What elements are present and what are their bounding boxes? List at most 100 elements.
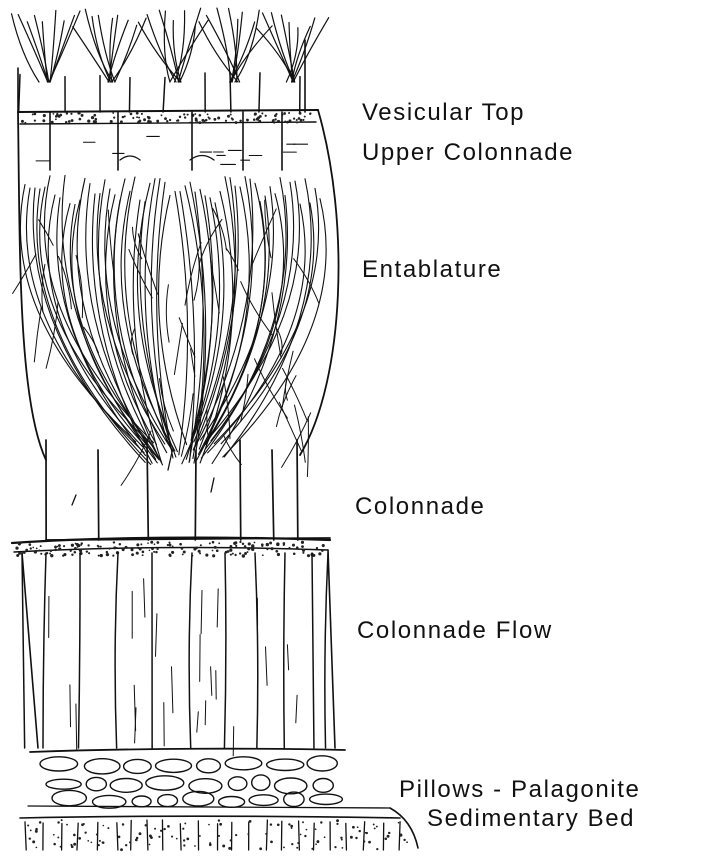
sediment-grain-dot: [218, 835, 220, 837]
flow-vesicle-dot: [98, 555, 100, 557]
sedimentary-tick: [346, 823, 347, 850]
flow-vesicle-dot: [266, 543, 269, 546]
pillow-lobe: [228, 777, 247, 791]
vesicle-dot: [231, 117, 233, 119]
flow-fracture: [233, 727, 234, 756]
flow-vesicle-dot: [131, 553, 134, 556]
vesicle-dot: [183, 113, 185, 115]
label-vesicular-top: Vesicular Top: [362, 99, 525, 126]
pillow-lobe: [158, 795, 178, 807]
vesicle-dot: [71, 119, 74, 122]
vesicle-dot: [24, 122, 26, 124]
flow-vesicle-dot: [293, 552, 296, 555]
vesicle-dot: [138, 117, 140, 119]
vesicular-stroke: [12, 14, 39, 82]
sediment-grain-dot: [107, 827, 109, 829]
vesicle-dot: [94, 120, 97, 123]
sediment-grain-dot: [270, 840, 273, 843]
sediment-grain-dot: [218, 819, 220, 821]
sediment-grain-dot: [182, 828, 184, 830]
entablature-fracture: [151, 179, 171, 449]
pillow-lobe: [267, 759, 304, 770]
vesicle-dot: [235, 121, 238, 124]
sediment-grain-dot: [158, 836, 160, 838]
colonnade-column-edge: [195, 450, 196, 540]
flow-vesicle-dot: [100, 546, 102, 548]
flow-vesicle-dot: [261, 545, 263, 547]
flow-top-boundary: [12, 538, 330, 543]
vesicle-dot: [161, 114, 163, 116]
flow-vesicle-dot: [182, 554, 184, 556]
vesicle-dot: [66, 112, 68, 114]
sediment-grain-dot: [388, 832, 390, 834]
sediment-grain-dot: [120, 848, 123, 851]
flow-vesicle-dot: [171, 551, 174, 554]
flow-vesicle-dot: [227, 550, 230, 553]
flow-vesicle-dot: [57, 546, 59, 548]
flow-vesicle-dot: [80, 544, 82, 546]
entablature-right-outline: [300, 110, 339, 455]
sediment-grain-dot: [53, 834, 55, 836]
flow-vesicle-dot: [30, 547, 32, 549]
flow-vesicle-dot: [235, 545, 237, 547]
sediment-grain-dot: [336, 823, 338, 825]
sediment-grain-dot: [235, 834, 237, 836]
sediment-grain-dot: [90, 841, 92, 843]
vesicular-stroke: [73, 27, 109, 82]
sediment-grain-dot: [70, 844, 72, 846]
pillow-lobe: [275, 778, 307, 794]
flow-vesicle-dot: [296, 546, 299, 549]
vesicular-stroke: [164, 11, 170, 82]
flow-fracture: [197, 712, 199, 732]
vesicle-dot: [56, 114, 58, 116]
flow-column-line: [325, 553, 328, 748]
flow-vesicle-dot: [262, 554, 264, 556]
flow-fracture: [205, 701, 206, 725]
vesicle-dot: [143, 118, 146, 121]
flow-vesicle-dot: [292, 544, 295, 547]
flow-vesicle-dot: [172, 546, 174, 548]
entablature-hackly-line: [46, 302, 58, 368]
sediment-grain-dot: [87, 840, 89, 842]
sediment-grain-dot: [290, 825, 293, 828]
flow-vesicle-dot: [307, 554, 310, 557]
sediment-grain-dot: [373, 824, 375, 826]
flow-vesicle-dot: [181, 547, 184, 550]
flow-vesicle-dot: [321, 549, 324, 552]
vesicular-stroke: [292, 18, 315, 82]
vesicle-dot: [65, 121, 68, 124]
flow-vesicle-dot: [36, 548, 38, 550]
flow-vesicle-dot: [247, 547, 250, 550]
vesicular-stroke: [92, 16, 111, 82]
sediment-grain-dot: [277, 823, 280, 826]
flow-vesicle-dot: [18, 552, 21, 555]
flow-vesicle-dot: [63, 553, 66, 556]
sediment-grain-dot: [270, 823, 272, 825]
sedimentary-tick: [147, 820, 148, 850]
flow-vesicle-dot: [316, 547, 318, 549]
vesicular-stroke: [293, 18, 328, 82]
pillow-lobe: [252, 775, 270, 790]
sediment-grain-dot: [324, 836, 326, 838]
flow-vesicle-dot: [140, 543, 142, 545]
vesicular-column-line: [19, 74, 20, 112]
flow-vesicle-dot: [234, 541, 237, 544]
sediment-grain-dot: [139, 832, 142, 835]
sediment-grain-dot: [96, 833, 98, 835]
sediment-grain-dot: [154, 828, 156, 830]
vesicle-dot: [246, 119, 249, 122]
sediment-grain-dot: [30, 829, 32, 831]
sediment-grain-dot: [365, 832, 367, 834]
vesicle-dot: [296, 122, 298, 124]
flow-vesicle-dot: [242, 554, 245, 557]
sediment-grain-dot: [334, 846, 336, 848]
flow-vesicle-dot: [270, 547, 273, 550]
flow-vesicle-dot: [205, 554, 208, 557]
flow-fracture: [266, 647, 268, 686]
flow-vesicle-dot: [254, 542, 256, 544]
flow-vesicle-dot: [77, 546, 79, 548]
sediment-grain-dot: [230, 839, 232, 841]
vesicle-dot: [253, 118, 256, 121]
pillow-lobe: [52, 790, 86, 805]
sediment-grain-dot: [259, 847, 262, 850]
